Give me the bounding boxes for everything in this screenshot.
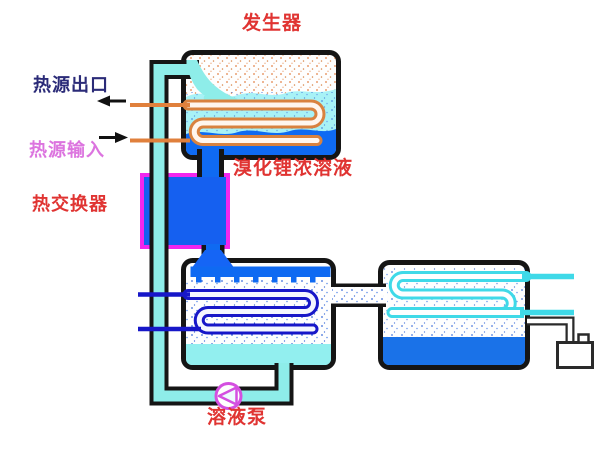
spray-header-bar [190,266,331,277]
vapor-passage-speckles [332,287,384,303]
drain-pipe [527,318,573,343]
label-libr-concentrated-solution: 溴化锂浓溶液 [233,158,354,179]
absorber-weak-solution-liquid [186,344,331,365]
solution-pipe [153,64,290,402]
arrow-right-icon [99,132,128,143]
pump-impeller-triangle-icon [217,386,238,406]
evaporator-refrigerant-liquid [383,337,525,365]
drain-vessel [556,341,594,369]
cooling-water-coil-core [185,292,316,332]
label-generator: 发生器 [242,13,303,34]
generator-inlet-splash [186,60,238,103]
label-solution-pump: 溶液泵 [207,407,268,428]
label-heat-source-input: 热源输入 [29,140,105,160]
spray-nozzles [196,277,316,283]
label-heat-exchanger: 热交换器 [32,194,108,214]
arrow-left-icon [97,95,126,107]
spray-funnel [191,250,235,269]
label-heat-source-outlet: 热源出口 [33,75,109,95]
solution-pump [214,382,243,410]
drain-pipe-outline [527,316,575,343]
heat-source-coil-core [185,102,323,143]
drain-vessel-nub [577,333,590,344]
